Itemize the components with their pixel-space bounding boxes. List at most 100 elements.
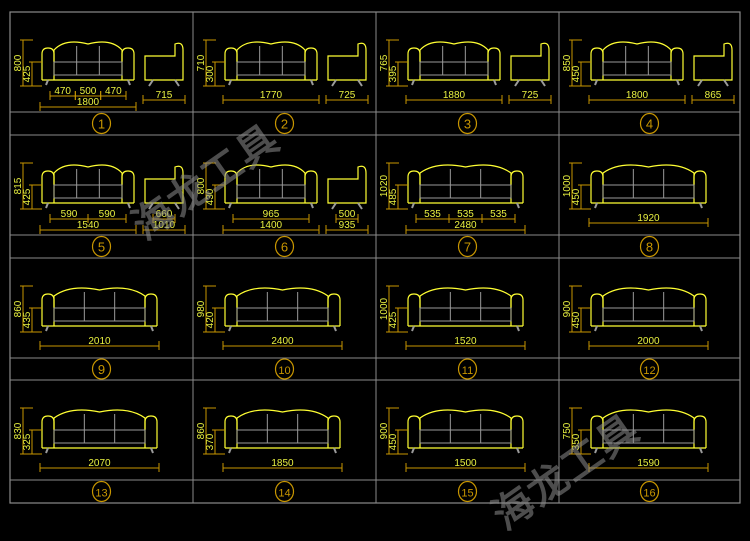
sofa-arm bbox=[590, 170, 604, 203]
sofa-back-outline bbox=[602, 164, 695, 185]
sofa-back-outline bbox=[236, 164, 306, 185]
sofa-side-outline bbox=[510, 42, 550, 81]
sofa-leg bbox=[310, 202, 314, 209]
sofa-back-outline bbox=[236, 41, 306, 62]
sofa-leg bbox=[357, 202, 363, 210]
sofa-leg bbox=[411, 325, 415, 332]
sofa-leg bbox=[676, 79, 680, 86]
sofa-leg bbox=[45, 325, 49, 332]
item-number: 1 bbox=[98, 117, 105, 132]
item-number-circle bbox=[274, 112, 295, 135]
item-number: 11 bbox=[462, 365, 473, 377]
dimension-label: 850 bbox=[562, 54, 573, 71]
dimension-label: 710 bbox=[196, 54, 207, 71]
item-number-circle bbox=[639, 480, 660, 503]
dimension-label: 980 bbox=[196, 300, 207, 317]
dimension-label: 425 bbox=[388, 311, 399, 328]
sofa-leg bbox=[594, 79, 598, 86]
dimension-label: 535 bbox=[490, 209, 507, 220]
sofa-seat-cushion bbox=[602, 61, 672, 76]
sofa-arm bbox=[510, 293, 524, 326]
item-number-circle bbox=[274, 480, 295, 503]
dimension-label: 2480 bbox=[454, 220, 477, 231]
sofa-arm bbox=[327, 415, 341, 448]
sofa-back-outline bbox=[236, 409, 329, 430]
dimension-label: 350 bbox=[571, 433, 582, 450]
sofa-leg bbox=[174, 202, 180, 210]
sofa-back-outline bbox=[419, 41, 489, 62]
item-number-circle bbox=[91, 112, 112, 135]
sofa-leg bbox=[699, 202, 703, 209]
sofa-seat-cushion bbox=[236, 184, 306, 199]
dimension-label: 420 bbox=[205, 311, 216, 328]
sofa-arm bbox=[510, 170, 524, 203]
sofa-leg bbox=[357, 79, 363, 87]
dimension-label: 395 bbox=[388, 65, 399, 82]
dimension-label: 450 bbox=[388, 433, 399, 450]
sofa-arm bbox=[304, 170, 318, 203]
item-number: 9 bbox=[98, 362, 105, 377]
item-number: 2 bbox=[281, 117, 288, 132]
item-number: 13 bbox=[95, 488, 107, 500]
dimension-label: 425 bbox=[22, 188, 33, 205]
item-number-circle bbox=[457, 235, 478, 258]
dimension-label: 2000 bbox=[637, 336, 660, 347]
sofa-leg bbox=[148, 79, 154, 87]
sofa-leg bbox=[697, 79, 703, 87]
sofa-leg bbox=[516, 325, 520, 332]
sofa-arm bbox=[590, 293, 604, 326]
sofa-side-outline bbox=[144, 165, 184, 204]
dimension-label: 535 bbox=[424, 209, 441, 220]
dimension-label: 900 bbox=[562, 300, 573, 317]
sofa-leg bbox=[411, 79, 415, 86]
dimension-label: 725 bbox=[522, 90, 539, 101]
side-view: 715 bbox=[142, 42, 186, 104]
dimension-label: 660 bbox=[156, 209, 173, 220]
sofa-leg bbox=[45, 447, 49, 454]
sofa-back-outline bbox=[602, 41, 672, 62]
dimension-label: 485 bbox=[388, 188, 399, 205]
dimension-label: 1540 bbox=[77, 220, 100, 231]
dimension-label: 1500 bbox=[454, 458, 477, 469]
dimension-label: 765 bbox=[379, 54, 390, 71]
item-number-circle bbox=[639, 358, 660, 380]
dimension-label: 325 bbox=[22, 433, 33, 450]
dimension-label: 470 bbox=[105, 86, 122, 97]
sofa-back-outline bbox=[53, 164, 123, 185]
dimension-label: 300 bbox=[205, 65, 216, 82]
side-view: 725 bbox=[508, 42, 552, 104]
sofa-back-outline bbox=[53, 41, 123, 62]
sofa-leg bbox=[516, 202, 520, 209]
dimension-label: 900 bbox=[379, 422, 390, 439]
sofa-leg bbox=[594, 202, 598, 209]
sofa-leg bbox=[127, 202, 131, 209]
sofa-arm bbox=[224, 415, 238, 448]
dimension-label: 450 bbox=[571, 311, 582, 328]
sofa-seat-cushion bbox=[236, 429, 329, 444]
item-number-circle bbox=[457, 112, 478, 135]
dimension-label: 1880 bbox=[443, 90, 466, 101]
sofa-seat-cushion bbox=[602, 307, 695, 322]
sofa-arm bbox=[693, 415, 707, 448]
dimension-label: 1920 bbox=[637, 213, 660, 224]
sofa-leg bbox=[540, 79, 546, 87]
item-number-circle bbox=[639, 112, 660, 135]
dimension-label: 715 bbox=[156, 90, 173, 101]
dimension-label: 430 bbox=[205, 188, 216, 205]
sofa-leg bbox=[333, 325, 337, 332]
sofa-arm bbox=[407, 415, 421, 448]
sofa-leg bbox=[310, 79, 314, 86]
